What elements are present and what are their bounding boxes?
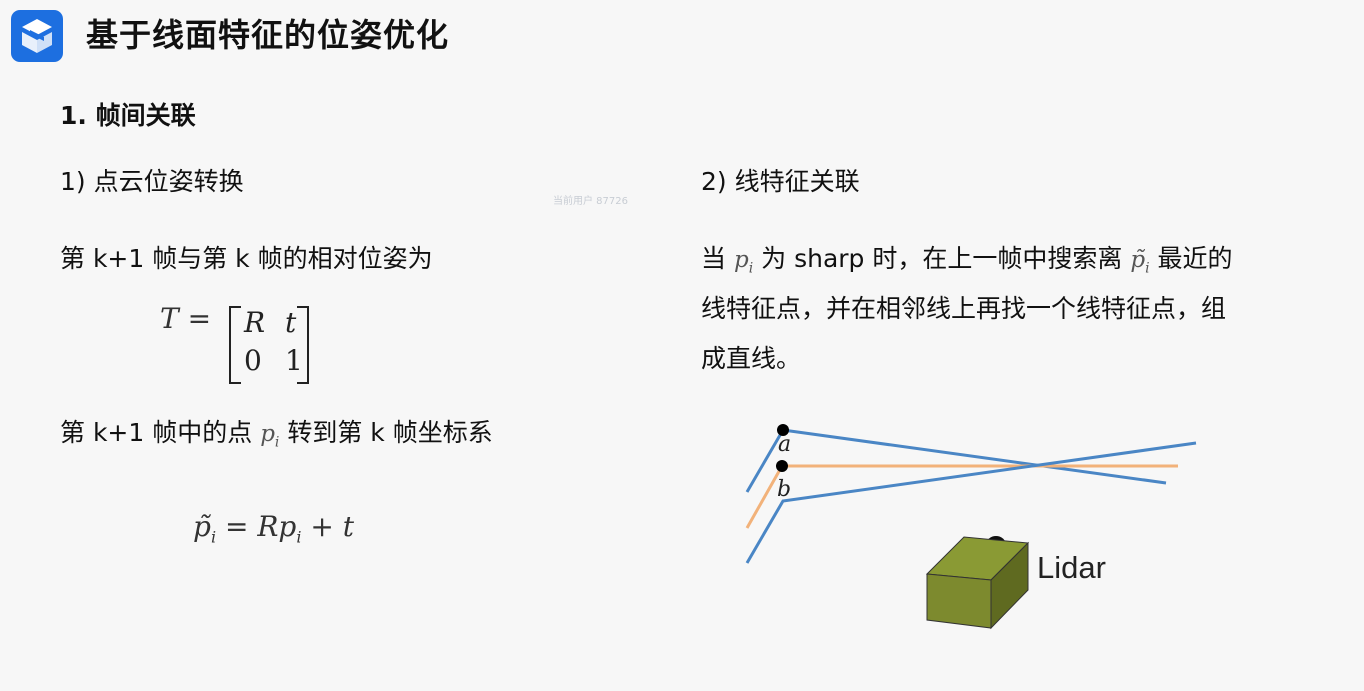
line2-prefix: 第 k+1 帧中的点 [60,418,253,447]
scan-line-blue-lower [745,441,1197,564]
right-para-line3: 成直线。 [701,344,802,373]
left-text-line2: 第 k+1 帧中的点 pi 转到第 k 帧坐标系 [60,415,493,461]
point-b-label: b [777,477,791,502]
left-subtitle: 1) 点云位姿转换 [60,167,244,196]
matrix-left-bracket [229,306,241,384]
brand-logo-icon [11,10,63,62]
lidar-box-front [926,573,992,629]
var-p: pi [733,247,754,277]
left-text-line1: 第 k+1 帧与第 k 帧的相对位姿为 [60,244,433,273]
point-a-label: a [778,432,791,457]
line-association-diagram: a b Lidar [700,400,1220,644]
lidar-label: Lidar [1037,550,1106,585]
transform-formula: p̃i = Rpi + t [193,510,354,547]
matrix-cell: 1 [285,344,303,377]
matrix-cell: R [244,306,266,339]
matrix-cell: 0 [244,344,262,377]
right-para-line1: 当 pi 为 sharp 时，在上一帧中搜索离 p̃i 最近的 [701,244,1233,277]
right-para-line2: 线特征点，并在相邻线上再找一个线特征点，组 [701,294,1227,323]
matrix-lhs: T = [160,302,212,335]
section-heading: 1. 帧间关联 [60,101,196,130]
var-p: pi [260,421,280,451]
line2-suffix: 转到第 k 帧坐标系 [287,418,493,447]
var-p-tilde: p̃i [1130,247,1150,277]
page-title: 基于线面特征的位姿优化 [86,16,450,54]
matrix-cell: t [285,306,297,339]
lidar-box-side [990,541,1029,630]
point-b [776,460,788,472]
scan-line-blue-upper [745,428,1167,493]
point-a [777,424,789,436]
watermark: 当前用户 87726 [553,196,628,207]
right-subtitle: 2) 线特征关联 [701,167,860,196]
matrix-right-bracket [297,306,309,384]
